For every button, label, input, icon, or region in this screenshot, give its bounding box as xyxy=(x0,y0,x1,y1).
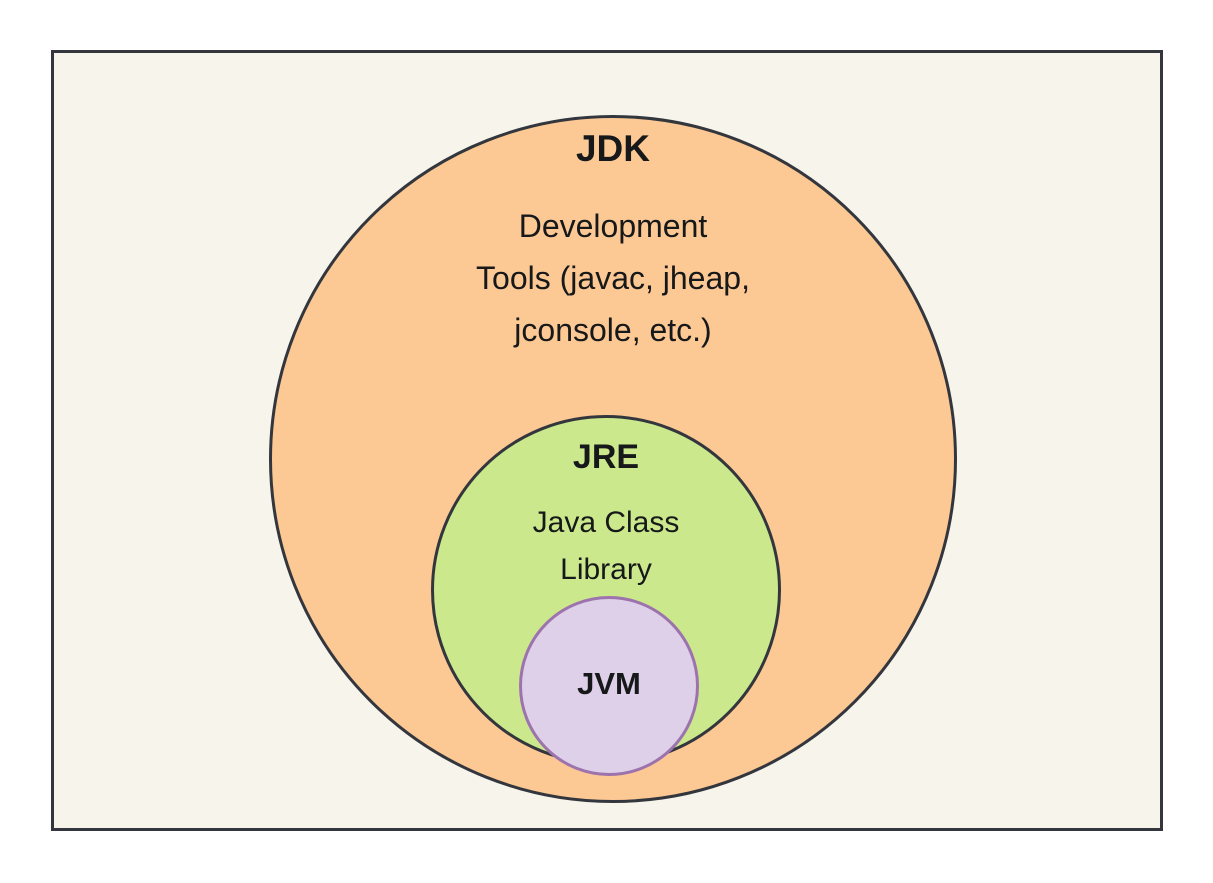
diagram-frame: JDK Development Tools (javac, jheap, jco… xyxy=(51,50,1163,831)
jre-description: Java Class Library xyxy=(532,506,680,586)
jdk-title: JDK xyxy=(575,128,651,169)
jvm-circle xyxy=(519,596,699,776)
jdk-description: Development Tools (javac, jheap, jconsol… xyxy=(476,208,750,348)
jvm-title: JVM xyxy=(577,666,641,701)
jre-title: JRE xyxy=(572,438,640,476)
